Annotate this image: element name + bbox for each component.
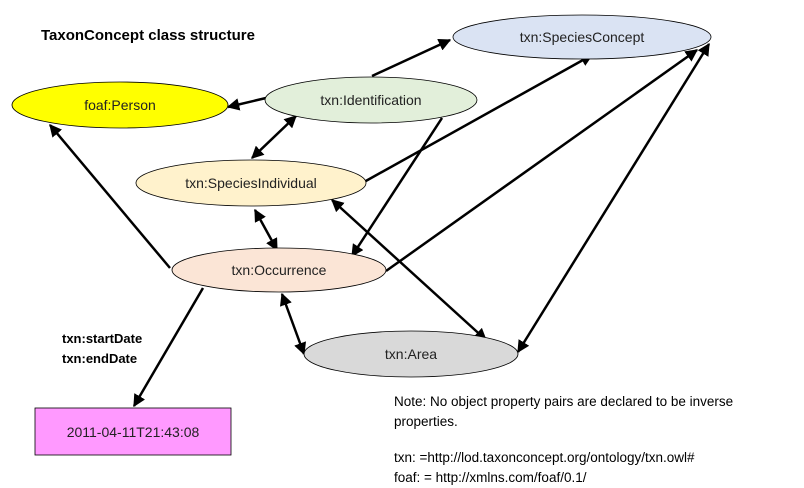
node-area <box>303 330 519 378</box>
edge-area-speciesconcept <box>516 42 711 354</box>
edge-speciesindividual-occurrence <box>253 208 279 252</box>
node-date-value <box>34 407 232 456</box>
edge-identification-to-speciesconcept <box>371 38 452 78</box>
edge-occurrence-area <box>280 292 306 356</box>
label-species-individual: txn:SpeciesIndividual <box>185 175 317 191</box>
edge-label-end-date: txn:endDate <box>62 351 138 366</box>
diagram-title: TaxonConcept class structure <box>41 27 255 44</box>
edge-identification-to-occurrence <box>350 117 444 258</box>
node-species-concept <box>452 14 712 60</box>
label-area: txn:Area <box>385 346 437 362</box>
node-species-individual <box>135 159 367 207</box>
namespace-txn: txn: =http://lod.taxonconcept.org/ontolo… <box>394 450 695 465</box>
node-occurrence <box>171 247 387 293</box>
edge-label-start-date: txn:startDate <box>62 331 143 346</box>
label-species-concept: txn:SpeciesConcept <box>520 29 645 45</box>
edge-occurrence-to-person <box>49 124 171 269</box>
label-person: foaf:Person <box>84 97 156 113</box>
edge-speciesindividual-area <box>331 199 487 341</box>
edge-identification-speciesindividual <box>251 115 297 159</box>
namespace-foaf: foaf: = http://xmlns.com/foaf/0.1/ <box>394 470 587 485</box>
note-block: Note: No object property pairs are decla… <box>394 392 794 488</box>
label-date-value: 2011-04-11T21:43:08 <box>67 424 200 440</box>
node-identification <box>264 76 478 124</box>
node-person <box>11 81 229 129</box>
edge-identification-to-person <box>226 96 267 111</box>
label-identification: txn:Identification <box>320 92 421 108</box>
label-occurrence: txn:Occurrence <box>232 262 327 278</box>
note-text: Note: No object property pairs are decla… <box>394 394 734 429</box>
date-edge-labels: txn:startDate txn:endDate <box>62 329 142 369</box>
edge-occurrence-to-date <box>132 287 205 408</box>
